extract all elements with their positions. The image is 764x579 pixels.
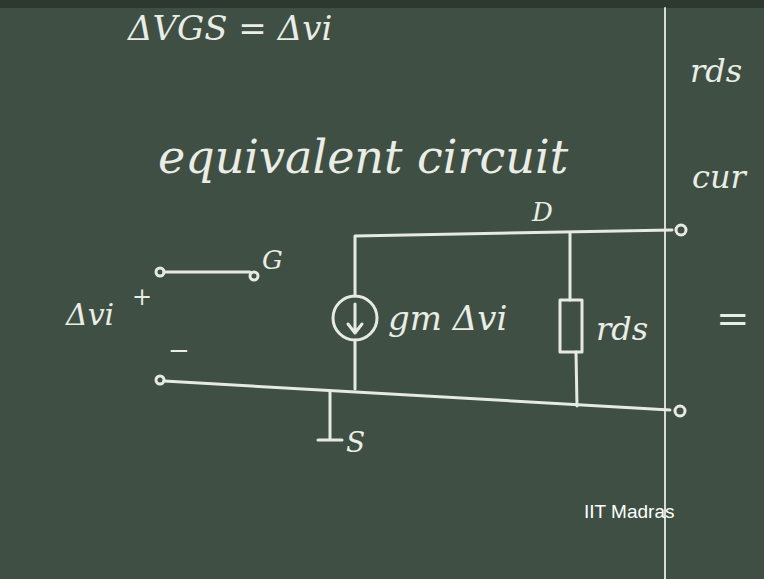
gate-wire: [164, 271, 250, 274]
pin-name: G: [262, 246, 283, 275]
source-tick: [318, 391, 342, 440]
board-top-edge: [0, 0, 764, 8]
gate-terminal: [250, 272, 258, 280]
current-source-symbol: [333, 296, 377, 340]
pin-name: S: [346, 428, 365, 459]
watermark: IIT Madras: [584, 502, 674, 523]
equation: ΔVGS = Δvi: [128, 10, 332, 47]
resistor-symbol: [560, 300, 582, 352]
side-note: =: [716, 296, 750, 340]
input-terminal: [156, 268, 164, 276]
resistor-wire: [570, 233, 577, 406]
heading: equivalent circuit: [158, 132, 568, 183]
side-note: rds: [690, 54, 742, 89]
output-terminal: [676, 225, 686, 235]
side-note: cur: [692, 160, 746, 195]
input-terminal: [156, 376, 164, 384]
board-divider: [664, 8, 666, 579]
current-arrow: [348, 304, 362, 333]
drain-wire: [355, 230, 672, 296]
source-wire: [354, 340, 357, 389]
output-terminal: [675, 406, 685, 416]
pin-name: D: [532, 198, 553, 227]
polarity-sign: +: [132, 284, 152, 310]
resistor-name: rds: [596, 312, 648, 347]
polarity-sign: −: [168, 336, 190, 365]
signal-name: Δvi: [66, 298, 114, 331]
source-wire: [164, 381, 670, 410]
source-value: gm Δvi: [388, 300, 507, 337]
